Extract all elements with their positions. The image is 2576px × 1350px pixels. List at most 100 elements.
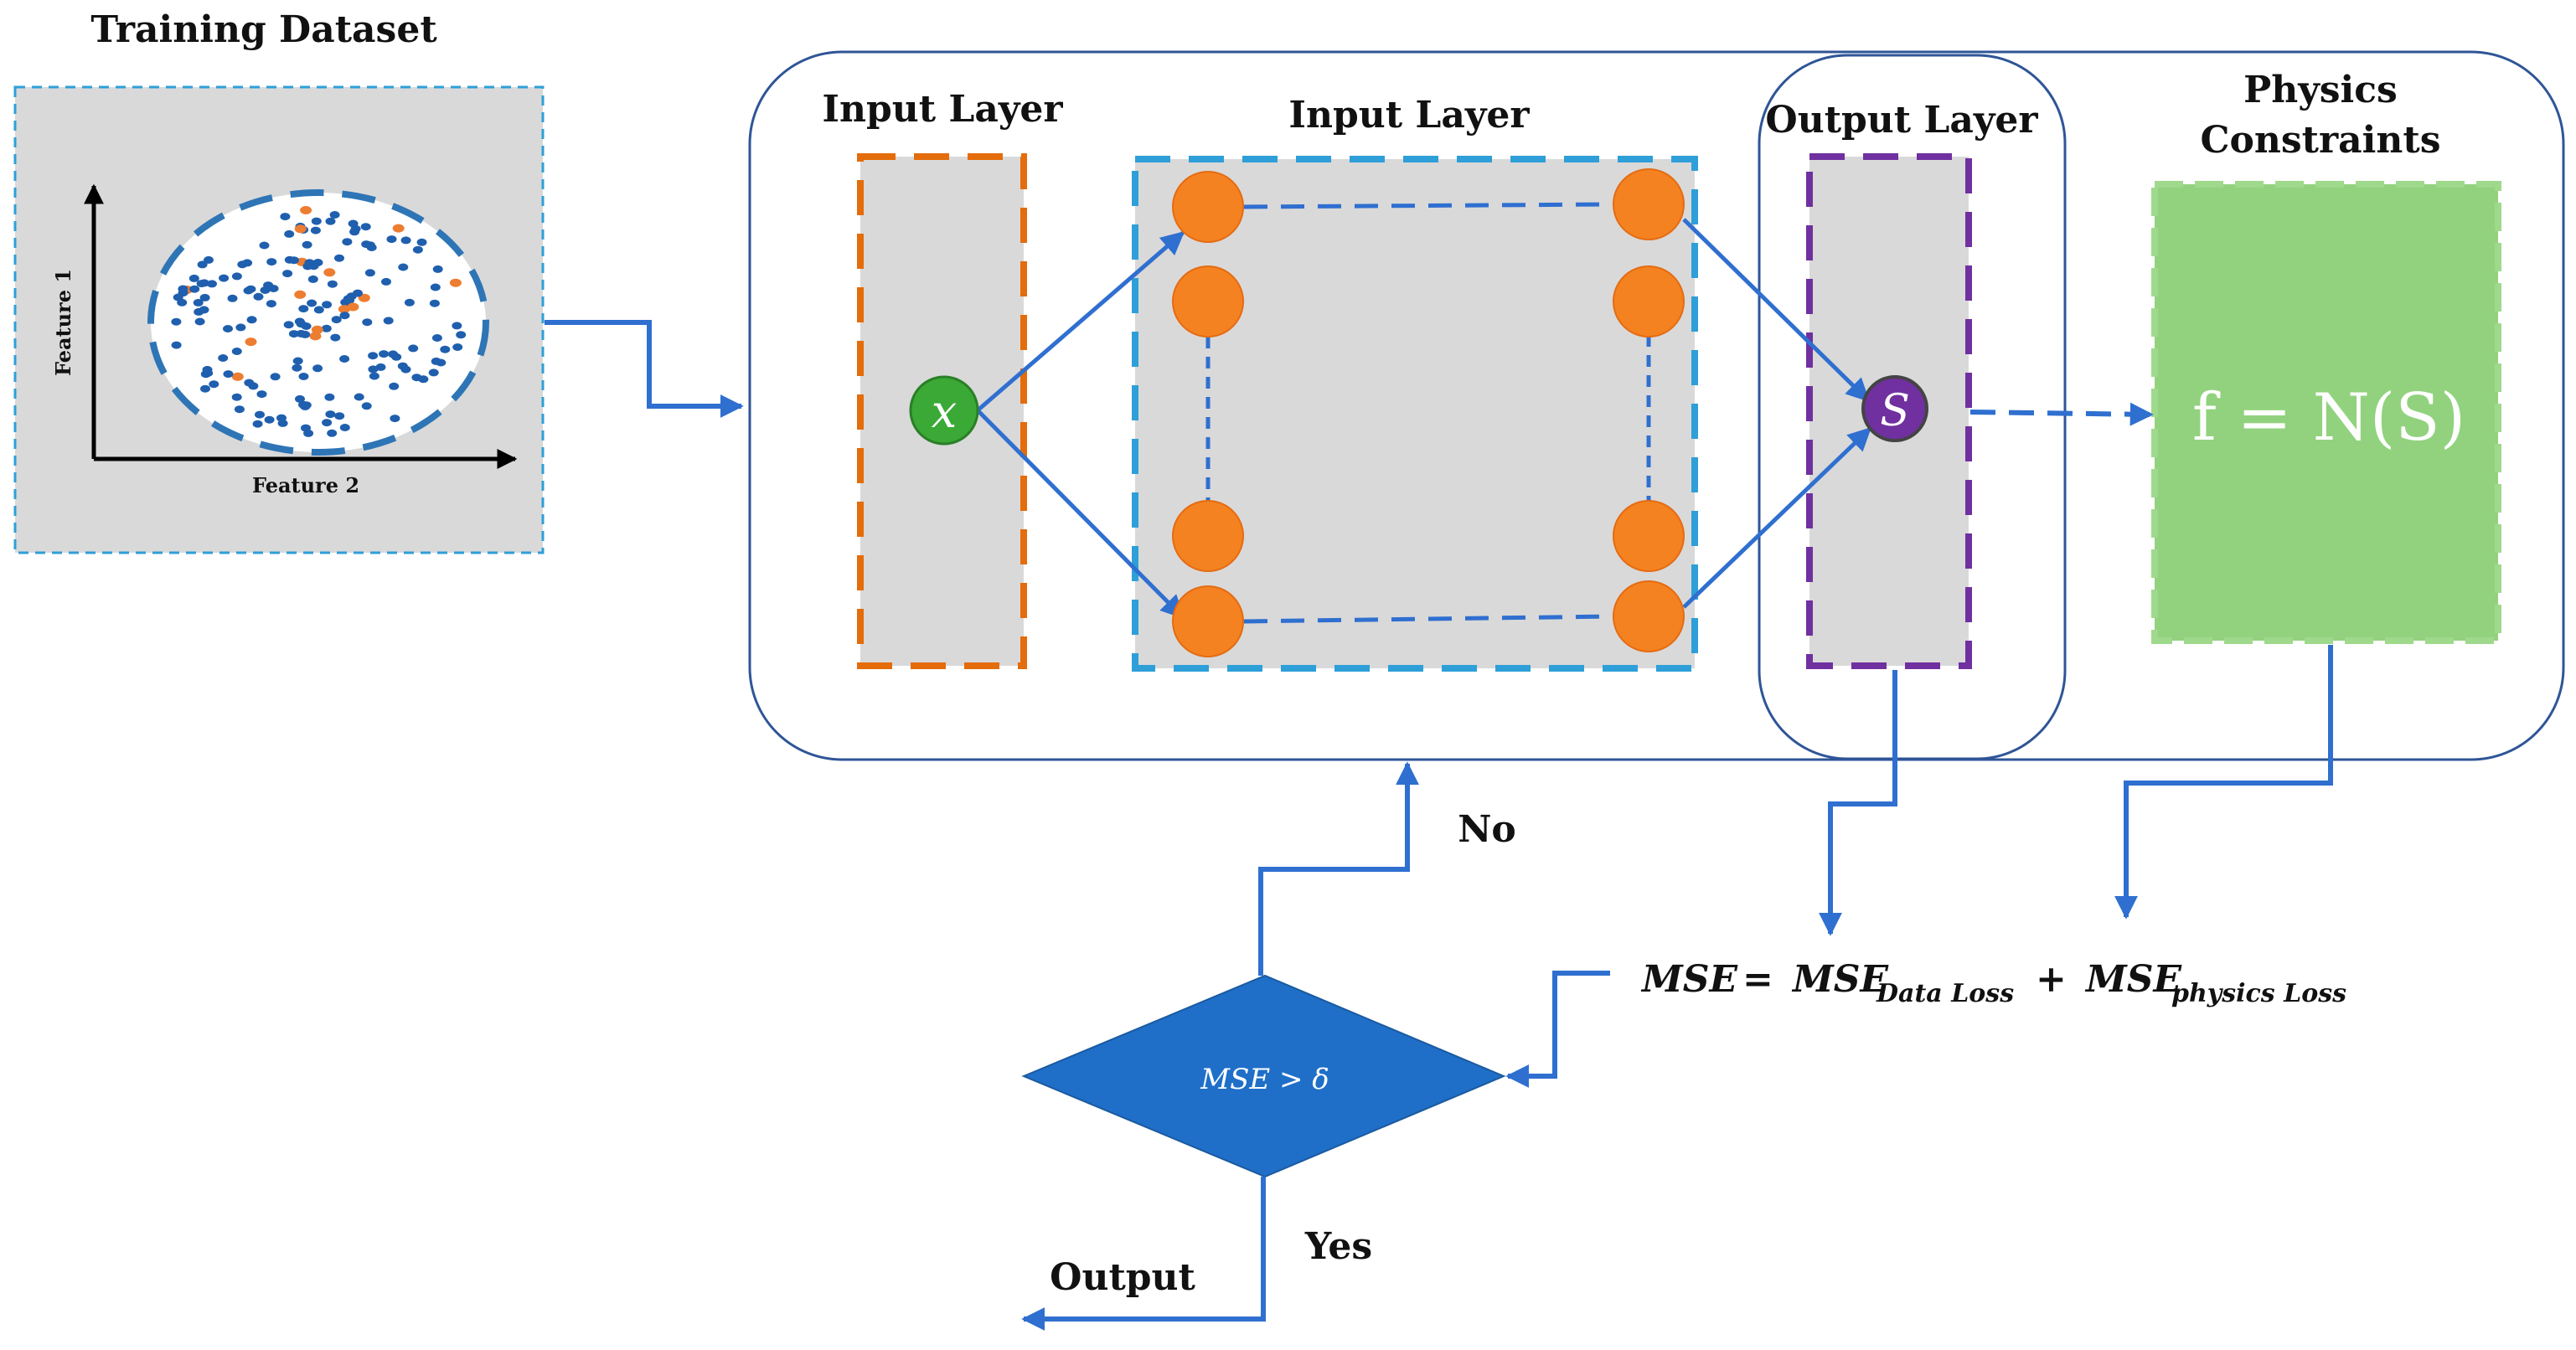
input-node-label: x xyxy=(932,385,957,438)
feature-2-label: Feature 2 xyxy=(252,473,359,497)
s-to-physics-arrow xyxy=(1969,402,2154,426)
data-point xyxy=(300,206,312,214)
data-point xyxy=(307,275,318,283)
output-node xyxy=(1861,375,1928,442)
data-point xyxy=(295,394,305,403)
edge-top-to-s xyxy=(1682,218,1870,402)
mse-lhs: MSE xyxy=(1640,958,1738,1001)
physics-title-line1: Physics xyxy=(2243,69,2398,111)
data-point xyxy=(244,379,255,387)
data-point xyxy=(324,393,335,401)
data-point xyxy=(440,345,451,353)
data-point xyxy=(432,265,443,273)
data-point xyxy=(301,322,312,330)
mse-equation: MSE = MSE Data Loss + MSE physics Loss xyxy=(1640,958,2346,1008)
hidden-node xyxy=(1613,580,1685,652)
data-point xyxy=(197,260,208,269)
data-point xyxy=(310,226,321,234)
data-point xyxy=(428,368,439,377)
data-point xyxy=(329,211,340,219)
mse-term2-subscript: physics Loss xyxy=(2171,979,2346,1008)
data-point xyxy=(339,355,350,363)
data-point xyxy=(196,280,207,288)
yes-output-arrow xyxy=(1021,1177,1266,1331)
data-point xyxy=(194,317,205,326)
data-point xyxy=(178,285,188,293)
data-point xyxy=(313,306,324,314)
data-point xyxy=(294,290,307,299)
data-point xyxy=(282,270,293,278)
data-point xyxy=(383,317,394,325)
mse-term2: MSE xyxy=(2084,958,2182,1001)
data-point xyxy=(231,272,242,281)
data-point xyxy=(218,354,229,362)
data-point xyxy=(235,323,246,332)
data-point xyxy=(381,277,391,286)
data-point xyxy=(429,299,440,307)
data-point xyxy=(418,375,429,384)
data-point xyxy=(452,322,462,330)
data-point xyxy=(392,224,405,233)
data-point xyxy=(234,405,245,414)
data-point xyxy=(280,213,291,221)
data-point xyxy=(397,362,408,370)
mse-to-decision-arrow xyxy=(1505,971,1610,1088)
data-points xyxy=(171,206,467,437)
output-label: Output xyxy=(1050,1256,1195,1299)
data-point xyxy=(375,363,386,371)
data-point xyxy=(322,301,333,309)
data-point xyxy=(171,341,182,349)
data-point xyxy=(259,241,270,250)
edge-bottom-to-s xyxy=(1682,427,1872,609)
data-cloud xyxy=(151,193,486,452)
data-point xyxy=(245,338,257,347)
data-point xyxy=(353,289,363,297)
data-point xyxy=(311,217,322,225)
data-point xyxy=(338,305,350,314)
physics-loss-arrow xyxy=(2114,645,2333,920)
data-point xyxy=(223,325,233,332)
data-point xyxy=(231,372,244,381)
data-point xyxy=(362,318,373,327)
hidden-node xyxy=(1172,500,1244,572)
data-point xyxy=(298,305,309,313)
input-node xyxy=(909,375,979,446)
data-point xyxy=(321,324,332,332)
data-point xyxy=(302,262,313,271)
data-point xyxy=(171,317,182,326)
mse-term1-subscript: Data Loss xyxy=(1876,979,2014,1008)
data-point xyxy=(312,364,323,373)
data-point xyxy=(400,236,411,245)
data-point xyxy=(309,332,322,341)
data-point xyxy=(404,298,415,307)
data-point xyxy=(354,393,364,401)
data-point xyxy=(379,350,390,358)
data-point xyxy=(347,302,359,312)
network-frame xyxy=(748,50,2565,761)
data-point xyxy=(368,365,379,374)
data-point xyxy=(294,224,307,234)
data-point xyxy=(322,419,333,427)
data-point xyxy=(298,373,309,380)
physics-panel xyxy=(2151,181,2501,644)
data-point xyxy=(200,384,210,393)
data-point xyxy=(311,325,323,334)
data-point xyxy=(292,363,302,372)
data-point xyxy=(237,260,248,269)
data-point xyxy=(368,352,379,360)
data-point xyxy=(289,256,299,265)
edge-x-to-bottom xyxy=(976,409,1185,619)
no-label: No xyxy=(1458,808,1516,851)
data-point xyxy=(296,329,307,338)
data-point xyxy=(264,415,275,424)
hidden-top-link xyxy=(1243,202,1613,209)
data-point xyxy=(349,228,360,236)
data-point xyxy=(334,412,345,420)
data-point xyxy=(276,414,287,422)
data-point xyxy=(189,285,200,293)
data-point xyxy=(284,229,295,238)
data-point xyxy=(207,280,217,288)
data-point xyxy=(209,380,219,389)
data-point xyxy=(283,321,294,329)
data-point xyxy=(266,258,277,266)
